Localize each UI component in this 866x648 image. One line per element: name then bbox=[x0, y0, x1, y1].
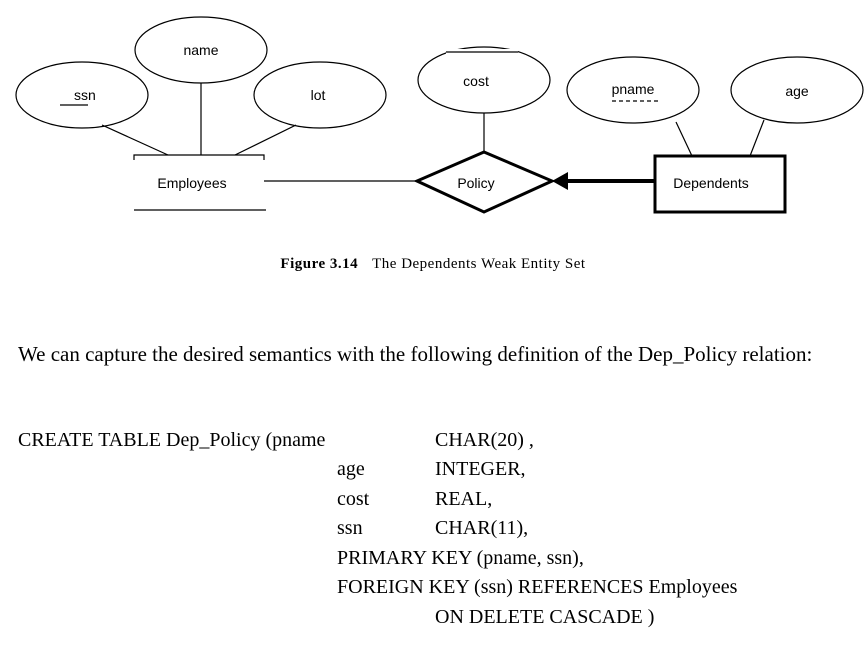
attr-ssn-ellipse bbox=[15, 61, 149, 129]
code-line-1a: CREATE TABLE Dep_Policy (pname bbox=[18, 429, 326, 451]
code-line-4b: CHAR(11), bbox=[435, 517, 529, 539]
code-line-7: ON DELETE CASCADE ) bbox=[435, 606, 655, 628]
policy-diamond bbox=[413, 150, 556, 214]
attr-cost-ellipse bbox=[417, 46, 551, 114]
dependents-box bbox=[653, 154, 787, 214]
edge-age bbox=[749, 119, 765, 157]
figure-label: Figure 3.14 bbox=[280, 256, 359, 272]
figure-title: The Dependents Weak Entity Set bbox=[372, 256, 586, 272]
label-ssn: ssn bbox=[74, 87, 96, 103]
attr-name-ellipse bbox=[134, 16, 268, 84]
edge-lot bbox=[234, 124, 297, 156]
code-line-1b: CHAR(20) , bbox=[435, 429, 534, 451]
label-lot: lot bbox=[311, 87, 326, 103]
label-cost: cost bbox=[463, 73, 489, 89]
label-name: name bbox=[183, 42, 218, 58]
code-line-3a: cost bbox=[337, 488, 370, 510]
figure-caption: Figure 3.14 The Dependents Weak Entity Se… bbox=[0, 256, 866, 273]
code-line-5: PRIMARY KEY (pname, ssn), bbox=[337, 547, 584, 569]
code-line-3b: REAL, bbox=[435, 488, 493, 510]
attr-pname-ellipse bbox=[566, 56, 700, 124]
code-line-2a: age bbox=[337, 458, 365, 480]
edge-ssn bbox=[101, 124, 169, 156]
attr-age-ellipse bbox=[730, 56, 864, 124]
label-pname: pname bbox=[612, 81, 655, 97]
code-line-6: FOREIGN KEY (ssn) REFERENCES Employees bbox=[337, 576, 738, 598]
employees-box-top bbox=[133, 154, 265, 160]
label-policy: Policy bbox=[457, 175, 494, 191]
label-dependents: Dependents bbox=[673, 175, 749, 191]
label-employees: Employees bbox=[157, 175, 226, 191]
arrowhead-icon bbox=[552, 172, 568, 190]
code-line-2b: INTEGER, bbox=[435, 458, 526, 480]
attr-lot-ellipse bbox=[253, 61, 387, 129]
body-paragraph: We can capture the desired semantics wit… bbox=[18, 342, 813, 366]
edge-pname bbox=[675, 121, 693, 157]
er-diagram: ssn name lot cost pname age Employees Po… bbox=[15, 16, 864, 214]
label-age: age bbox=[785, 83, 809, 99]
code-line-4a: ssn bbox=[337, 517, 363, 539]
